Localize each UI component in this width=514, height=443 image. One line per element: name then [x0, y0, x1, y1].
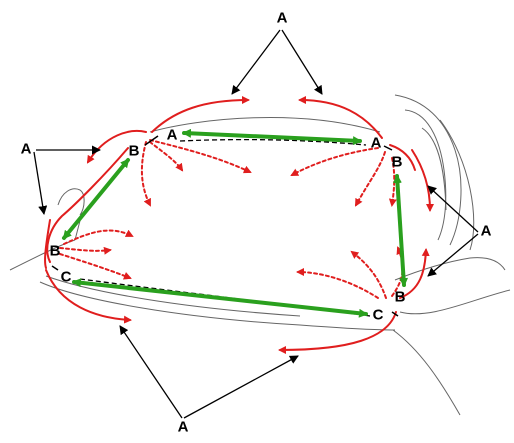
label-a-bottom: A — [177, 418, 189, 436]
corner-ticks — [51, 135, 399, 317]
corner-label-b-lower-left: B — [49, 242, 61, 260]
red-arrow-top-left — [151, 96, 250, 133]
dotted-arrow-3 — [149, 139, 252, 174]
dotted-arrow-2 — [140, 141, 151, 207]
label-a-left: A — [20, 140, 32, 158]
label-a-right: A — [480, 222, 492, 240]
dotted-arrow-7 — [63, 229, 134, 245]
leader-top-1 — [231, 29, 281, 95]
dotted-arrow-9 — [59, 253, 132, 280]
label-a-top: A — [276, 9, 288, 27]
red-arrow-left-bottom — [45, 269, 132, 324]
dotted-arrow-10 — [296, 268, 379, 299]
leader-right-1 — [427, 185, 479, 233]
dotted-arrow-1 — [149, 141, 184, 172]
dotted-arrow-11 — [350, 250, 387, 299]
red-arrow-upper-left — [86, 130, 147, 164]
red-arrow-right-lower — [399, 248, 430, 299]
red-arrow-right-upper — [389, 144, 416, 171]
corner-label-b-lower-right: B — [394, 288, 406, 306]
red-arrow-left-down — [44, 219, 51, 269]
leader-top-2 — [281, 29, 323, 95]
red-arrow-top-right — [298, 96, 383, 139]
green-arrow-right — [392, 174, 409, 287]
green-double-arrows — [62, 128, 409, 318]
green-arrow-bottom — [72, 278, 368, 318]
leader-arrows — [33, 29, 479, 419]
car-body-outline — [9, 94, 511, 416]
leader-right-2 — [427, 233, 479, 277]
leader-bottom-1 — [119, 325, 183, 419]
leader-bottom-2 — [183, 355, 299, 419]
red-arrow-right-side — [411, 149, 434, 212]
corner-label-a-left: A — [166, 126, 178, 144]
red-arrow-bottom-right — [278, 311, 397, 354]
red-dotted-arrows — [59, 139, 404, 299]
corner-label-b-upper-right: B — [391, 153, 403, 171]
dotted-arrow-5 — [355, 151, 386, 207]
green-arrow-top — [182, 128, 362, 146]
green-arrow-left — [62, 158, 130, 240]
leader-left-2 — [33, 151, 48, 215]
corner-label-c-left: C — [60, 268, 72, 286]
dotted-arrow-4 — [290, 147, 379, 176]
dotted-arrow-8 — [59, 246, 112, 255]
corner-label-b-upper-left: B — [128, 142, 140, 160]
corner-label-c-right: C — [372, 306, 384, 324]
corner-label-a-right: A — [370, 134, 382, 152]
